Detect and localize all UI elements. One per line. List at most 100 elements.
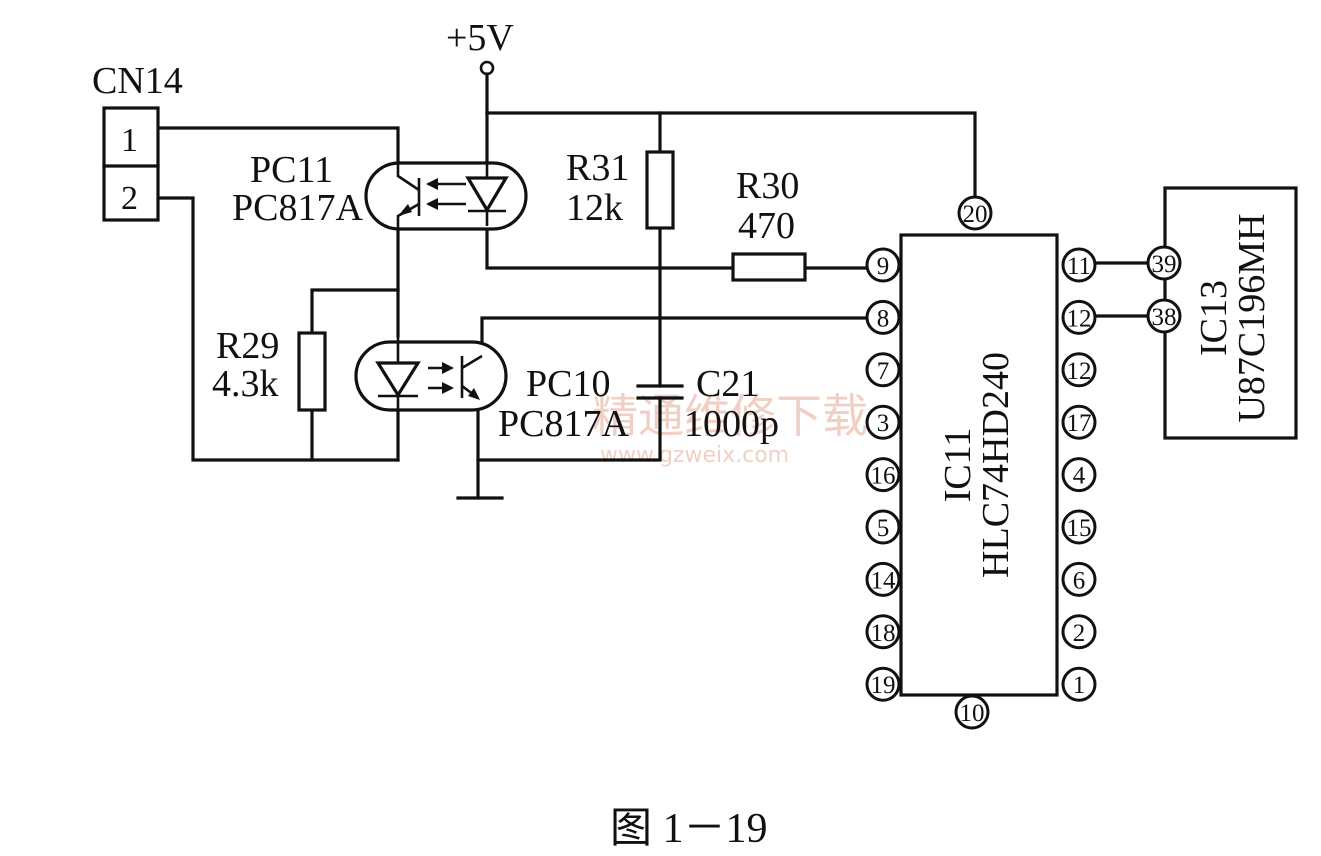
connector-pin2: 2 — [121, 180, 138, 217]
ic11-right-pin-marker — [1061, 352, 1097, 388]
pc11-part-label: PC817A — [232, 187, 363, 229]
ic13-part-label: U87C196MH — [1231, 213, 1273, 422]
ic11-right-pin-marker — [1061, 457, 1097, 493]
pc11-collector — [396, 163, 420, 192]
pc11-light-arrowhead-2 — [426, 198, 438, 210]
ic11-left-pin-marker — [865, 561, 901, 597]
pc10-led-triangle — [375, 361, 421, 399]
ic11-ref-label: IC11 — [937, 428, 979, 503]
ic13-labels: IC13 U87C196MH — [1193, 213, 1273, 422]
r31-ref-label: R31 — [566, 147, 629, 189]
pc11-ref-label: PC11 — [250, 149, 333, 191]
ic11-left-pin-label: 16 — [871, 463, 896, 490]
connector-label: CN14 — [92, 60, 183, 102]
connector-body — [102, 106, 160, 222]
wire-cn14-pin1 — [156, 126, 400, 165]
r29-value-label: 4.3k — [212, 363, 279, 405]
ic13-ref-label: IC13 — [1193, 280, 1235, 356]
figure-caption: 图 1－19 — [610, 806, 768, 852]
ic11-body — [899, 233, 1059, 697]
ic11-right-pin-label: 6 — [1073, 567, 1086, 594]
pc10-light-arrowhead-2 — [442, 382, 454, 394]
ic11-left-pin-marker — [865, 614, 901, 650]
ic11-pin-bottom-marker — [954, 694, 990, 730]
ic13-pin-39: 39 — [1152, 251, 1177, 278]
ic11-pin-top-marker — [957, 195, 993, 231]
ic11-right-pin-marker — [1061, 614, 1097, 650]
r29-body — [297, 331, 327, 412]
wire-led-r30 — [485, 224, 735, 270]
optocoupler-pc11: PC11 PC817A — [232, 149, 528, 231]
ic13-pin-marker — [1146, 298, 1182, 334]
ic11-right-pin-label: 4 — [1073, 463, 1086, 490]
wire-r29-top — [310, 288, 400, 335]
ic11-left-pin-label: 14 — [871, 567, 897, 594]
pc10-housing — [354, 340, 508, 412]
ic11-right-pin-label: 11 — [1067, 253, 1091, 280]
pc11-emitter-arrow — [398, 204, 412, 216]
r30-ref-label: R30 — [736, 165, 799, 207]
resistor-r31: R31 12k — [566, 147, 675, 230]
ic11-left-pin-marker — [865, 352, 901, 388]
ic11-left-pin-marker — [865, 404, 901, 440]
pc11-led-triangle — [465, 176, 509, 214]
pc10-part-label: PC817A — [498, 403, 629, 445]
ic13-pin-marker — [1146, 245, 1182, 281]
ic11-right-pin-marker — [1061, 404, 1097, 440]
ic11-labels: IC11 HLC74HD240 — [937, 352, 1017, 578]
ic11-left-pin-marker — [865, 247, 901, 283]
pc11-housing — [364, 161, 528, 231]
watermark: 精通维修下载 www.gzweix.com — [592, 389, 868, 468]
ic11-right-pin-label: 12 — [1067, 358, 1092, 385]
ic11-left-pin-marker — [865, 666, 901, 702]
supply-label: +5V — [446, 17, 514, 59]
pc11-light-arrowhead-1 — [426, 178, 438, 190]
ic11-right-pin-marker — [1061, 299, 1097, 335]
resistor-r29: R29 4.3k — [212, 325, 327, 412]
ic11-right-pin-label: 2 — [1073, 620, 1086, 647]
connector-cn14: CN14 1 2 — [92, 60, 183, 222]
r31-value-label: 12k — [566, 187, 623, 229]
wire-vcc-rail — [485, 111, 977, 200]
ic11-pin-top: 20 — [963, 201, 988, 228]
ic11-right-pin-label: 1 — [1073, 672, 1086, 699]
ic11-right-pin-label: 17 — [1067, 410, 1092, 437]
supply-terminal — [479, 60, 495, 76]
r30-body — [731, 252, 807, 282]
ic11-left-pins: 9 8 7 3 16 5 14 18 19 — [865, 247, 901, 702]
ic11-right-pin-label: 12 — [1067, 305, 1092, 332]
supply-5v: +5V — [446, 17, 514, 76]
wire-pc10-pin8 — [480, 316, 869, 360]
ic11-left-pin-label: 5 — [877, 515, 890, 542]
wires — [156, 72, 1149, 500]
ic11-left-pin-marker — [865, 509, 901, 545]
r29-ref-label: R29 — [216, 325, 279, 367]
ic11-left-pin-label: 7 — [877, 358, 890, 385]
ic11-left-pin-label: 18 — [871, 620, 896, 647]
ic11-left-pin-label: 3 — [877, 410, 890, 437]
ic13-body — [1163, 186, 1298, 440]
ic11-left-pin-marker — [865, 299, 901, 335]
r30-value-label: 470 — [738, 205, 795, 247]
pc10-ref-label: PC10 — [526, 363, 610, 405]
r31-body — [645, 150, 675, 230]
ic11-part-label: HLC74HD240 — [975, 352, 1017, 578]
ic11-right-pin-marker — [1061, 509, 1097, 545]
ic11-left-pin-label: 9 — [877, 253, 890, 280]
ic11-left-pin-label: 19 — [871, 672, 896, 699]
ic11-right-pin-marker — [1061, 561, 1097, 597]
capacitor-c21: C21 1000p — [636, 363, 779, 445]
wire-cn14-pin2 — [156, 196, 400, 462]
pc10-emitter-arrow — [468, 388, 480, 400]
ic13-pin-38: 38 — [1152, 304, 1177, 331]
ic11-left-pin-label: 8 — [877, 305, 890, 332]
ic11-pin-bottom: 10 — [960, 700, 985, 727]
wire-c21-ground — [476, 396, 662, 462]
connector-pin1: 1 — [121, 122, 138, 159]
ic11-right-pin-marker — [1061, 666, 1097, 702]
ic13: IC13 U87C196MH 39 38 — [1146, 186, 1298, 440]
watermark-url: www.gzweix.com — [600, 443, 789, 468]
